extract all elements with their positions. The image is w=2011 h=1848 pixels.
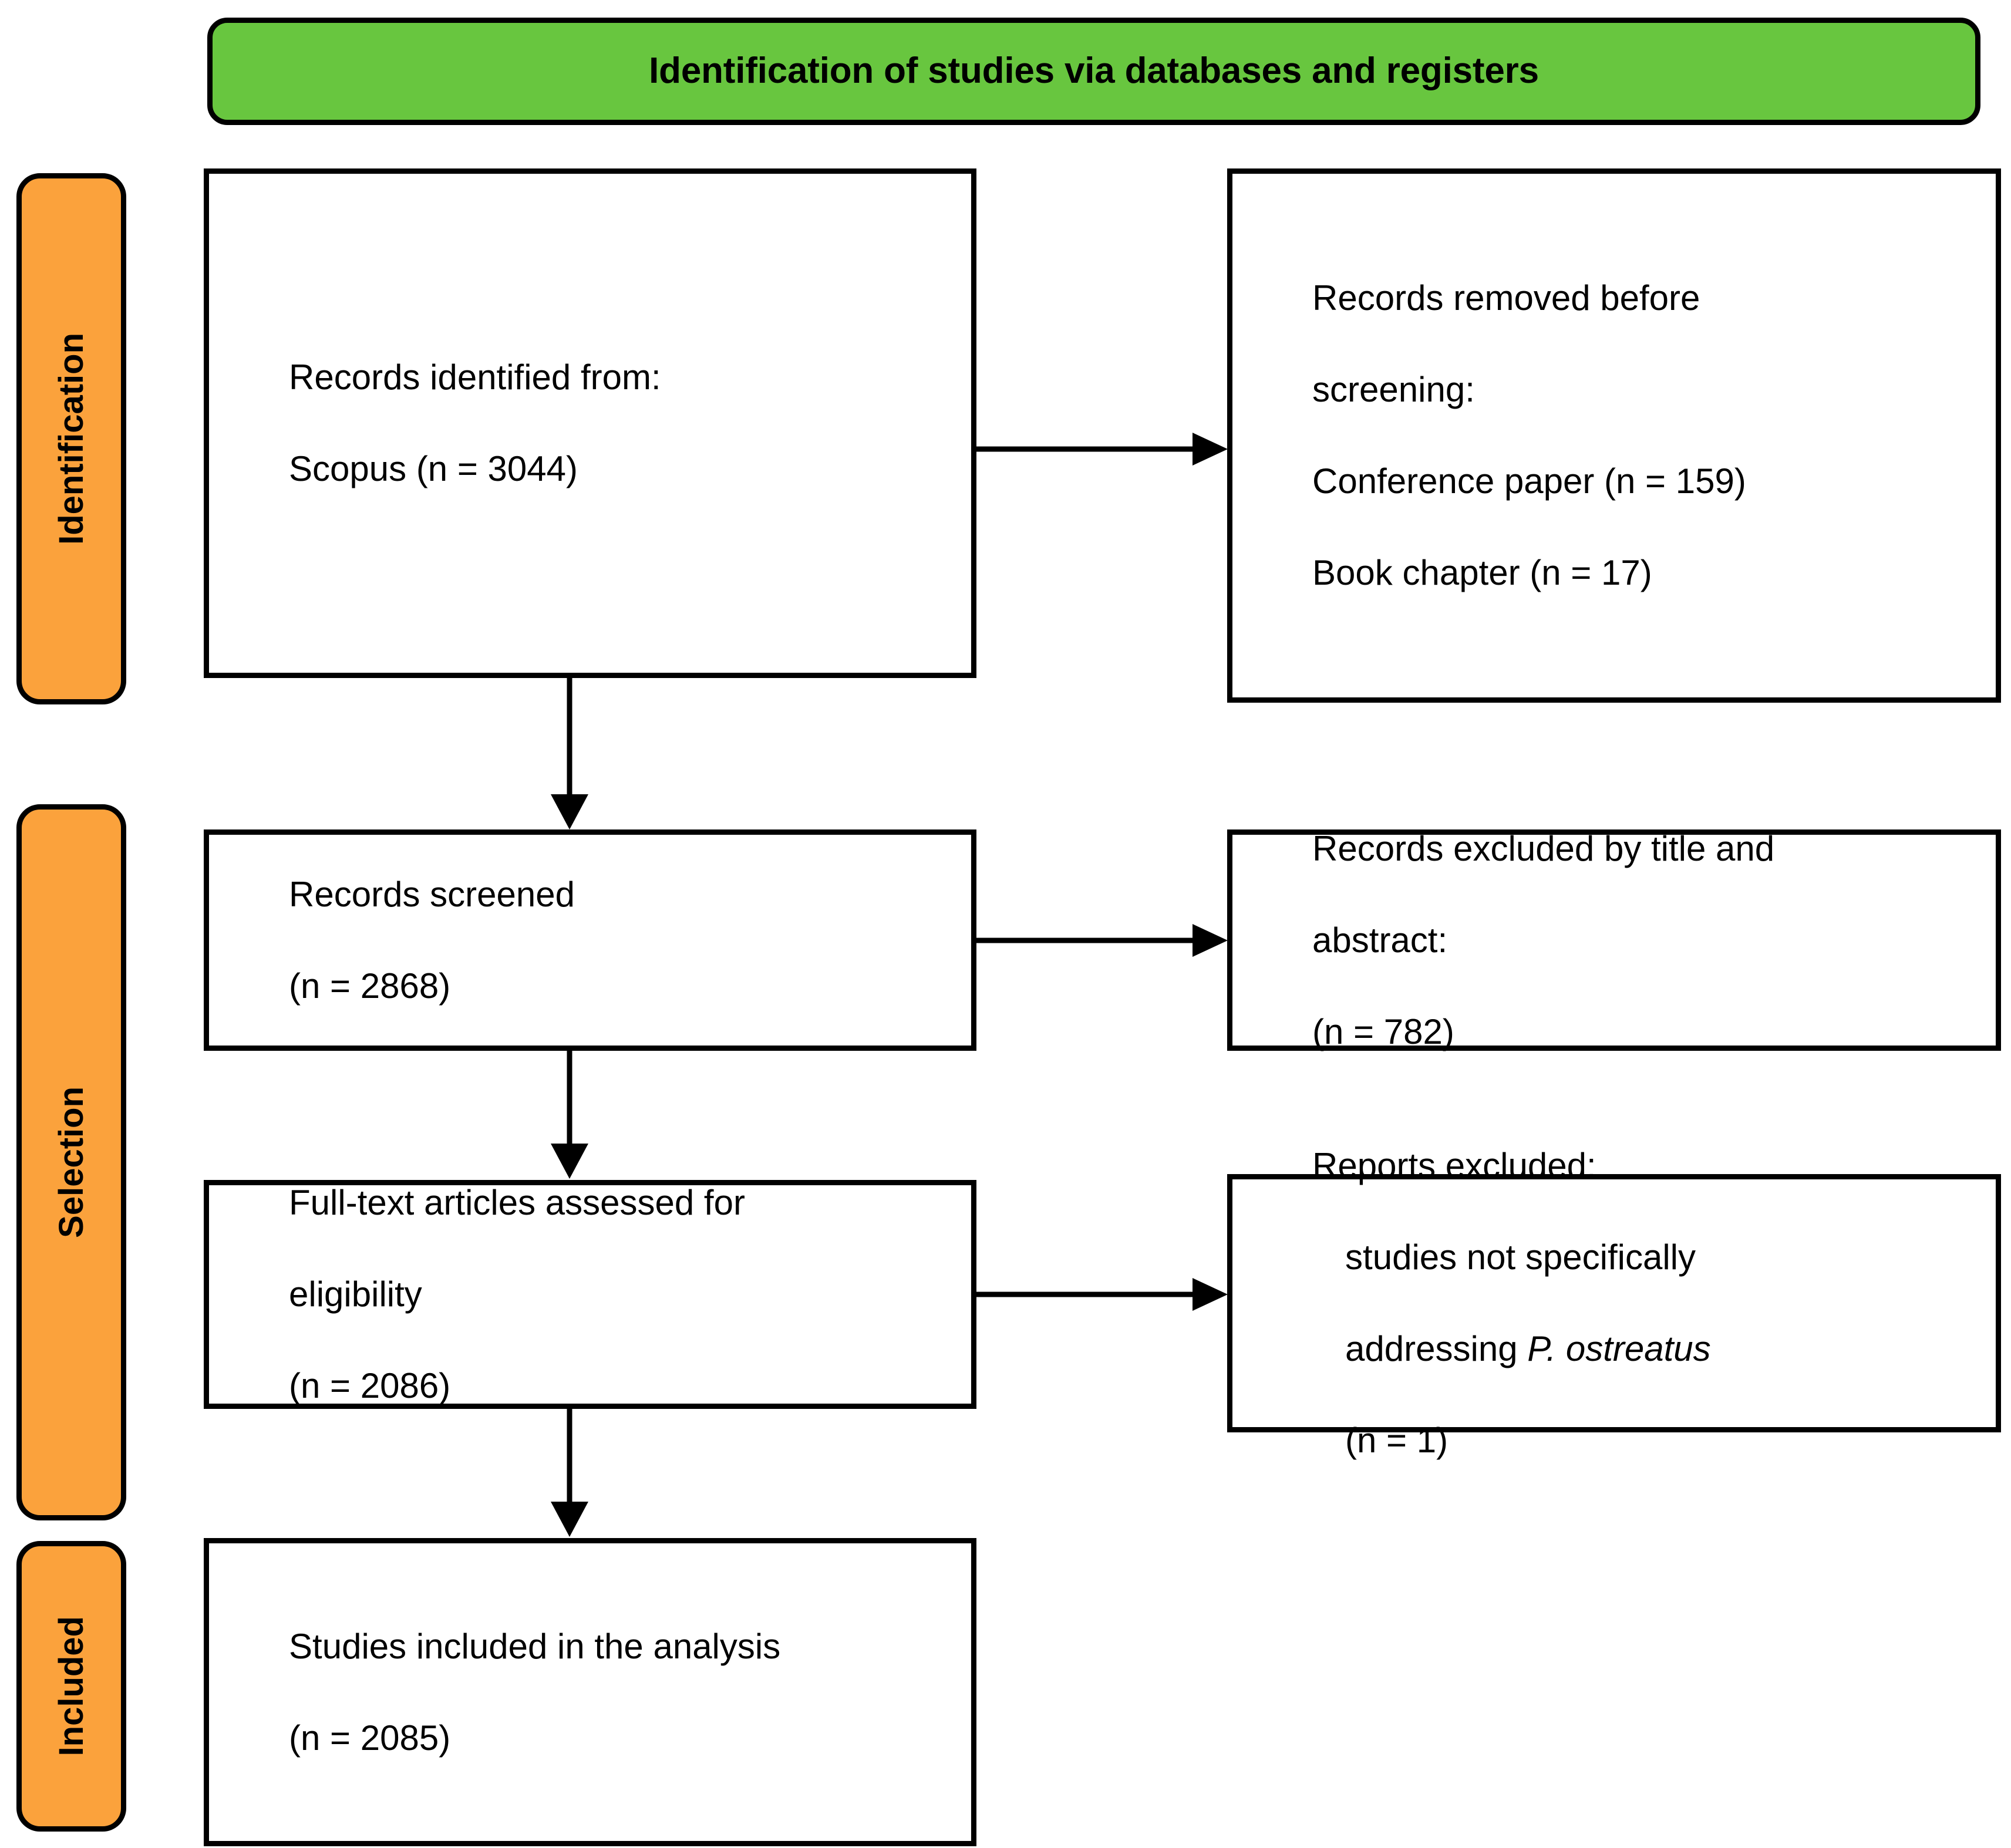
records-excluded-line-1: Records excluded by title and xyxy=(1312,828,1775,868)
right-arrow-icon-fulltext-to-reports-excluded xyxy=(976,1277,1229,1312)
records-identified-line-2: Scopus (n = 3044) xyxy=(289,449,578,488)
node-records-identified-text: Records identified from: Scopus (n = 304… xyxy=(209,309,673,538)
records-screened-line-1: Records screened xyxy=(289,874,575,914)
down-arrow-icon-fulltext-to-included xyxy=(528,1409,611,1538)
node-studies-included-text: Studies included in the analysis (n = 20… xyxy=(209,1578,792,1807)
stage-label-included-text: Included xyxy=(52,1616,90,1756)
records-screened-line-2: (n = 2868) xyxy=(289,966,451,1006)
phase-header-title: Identification of studies via databases … xyxy=(649,50,1539,92)
studies-included-line-2: (n = 2085) xyxy=(289,1718,451,1758)
reports-excluded-line-3: addressing P. ostreatus xyxy=(1312,1326,1711,1372)
records-removed-line-4: Book chapter (n = 17) xyxy=(1312,553,1652,592)
stage-label-identification-text: Identification xyxy=(52,333,90,545)
species-name-italic: P. ostreatus xyxy=(1527,1329,1711,1368)
fulltext-line-2: eligibility xyxy=(289,1274,422,1314)
reports-excluded-line-4: (n = 1) xyxy=(1345,1421,1449,1460)
fulltext-line-1: Full-text articles assessed for xyxy=(289,1183,745,1222)
reports-excluded-line-3-prefix: addressing xyxy=(1345,1329,1528,1368)
studies-included-line-1: Studies included in the analysis xyxy=(289,1626,781,1666)
reports-excluded-line-2: studies not specifically xyxy=(1345,1237,1696,1277)
node-records-excluded-title-abstract-text: Records excluded by title and abstract: … xyxy=(1232,780,1786,1101)
node-records-screened: Records screened (n = 2868) xyxy=(204,829,976,1051)
node-records-removed: Records removed before screening: Confer… xyxy=(1227,168,2001,703)
node-fulltext-assessed-text: Full-text articles assessed for eligibil… xyxy=(209,1134,757,1455)
down-arrow-icon-identified-to-screened xyxy=(528,678,611,831)
node-records-identified: Records identified from: Scopus (n = 304… xyxy=(204,168,976,678)
node-records-screened-text: Records screened (n = 2868) xyxy=(209,826,587,1055)
node-studies-included: Studies included in the analysis (n = 20… xyxy=(204,1538,976,1846)
stage-label-selection-text: Selection xyxy=(52,1087,90,1238)
right-arrow-icon-screened-to-excluded xyxy=(976,923,1229,958)
records-identified-line-1: Records identified from: xyxy=(289,358,661,397)
records-excluded-line-2: abstract: xyxy=(1312,920,1448,960)
phase-header-banner: Identification of studies via databases … xyxy=(207,18,1980,125)
right-arrow-icon-identified-to-removed xyxy=(976,431,1229,467)
node-reports-excluded-text: Reports excluded: studies not specifical… xyxy=(1232,1097,1723,1509)
stage-label-selection: Selection xyxy=(16,804,126,1520)
records-removed-line-1: Records removed before xyxy=(1312,278,1700,318)
node-reports-excluded: Reports excluded: studies not specifical… xyxy=(1227,1146,2001,1460)
node-records-excluded-title-abstract: Records excluded by title and abstract: … xyxy=(1227,829,2001,1051)
down-arrow-icon-screened-to-fulltext xyxy=(528,1051,611,1180)
fulltext-line-3: (n = 2086) xyxy=(289,1366,451,1405)
stage-label-included: Included xyxy=(16,1541,126,1832)
stage-label-identification: Identification xyxy=(16,173,126,704)
records-removed-line-2: screening: xyxy=(1312,370,1475,409)
node-fulltext-assessed: Full-text articles assessed for eligibil… xyxy=(204,1180,976,1409)
records-removed-line-3: Conference paper (n = 159) xyxy=(1312,461,1746,501)
reports-excluded-line-1: Reports excluded: xyxy=(1312,1146,1596,1185)
node-records-removed-text: Records removed before screening: Confer… xyxy=(1232,230,1758,642)
records-excluded-line-3: (n = 782) xyxy=(1312,1011,1454,1051)
